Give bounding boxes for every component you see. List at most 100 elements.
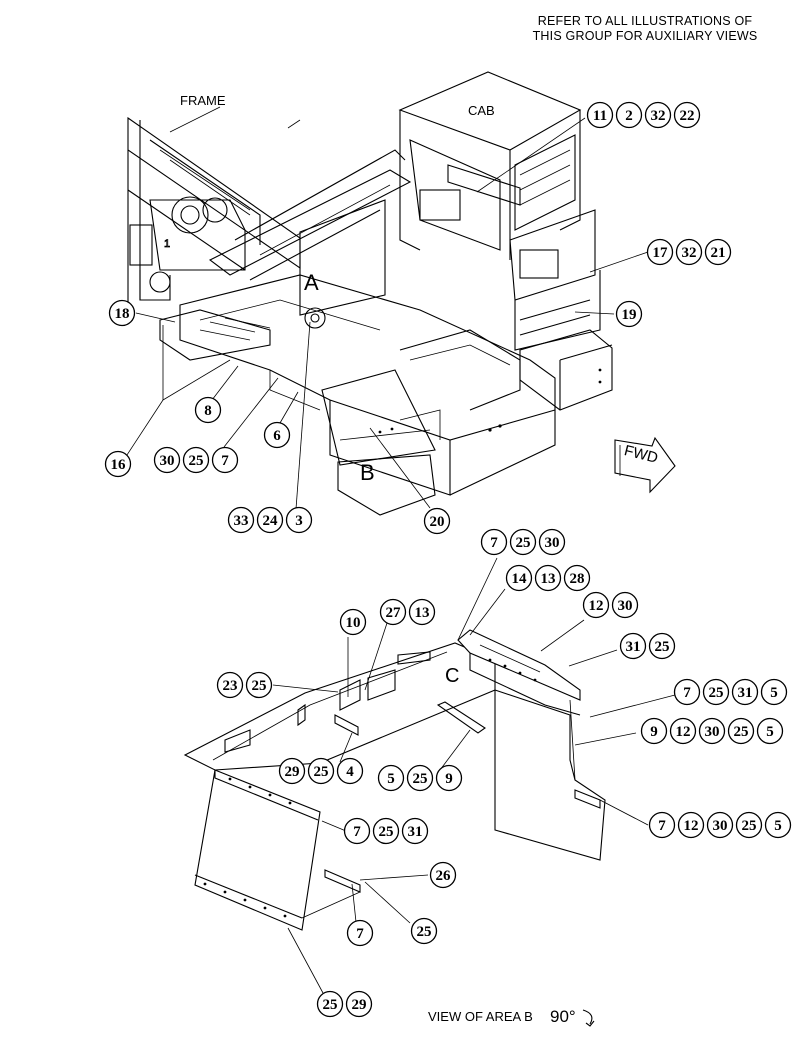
callout-number: 30: [713, 818, 728, 834]
callout-number: 25: [413, 771, 428, 787]
callout-number: 8: [204, 403, 212, 419]
area-c-label: C: [445, 665, 460, 687]
callout-number: 7: [353, 824, 361, 840]
callout-number: 6: [273, 428, 281, 444]
callout-number: 29: [285, 764, 300, 780]
callout-balloon: [307, 757, 335, 785]
callout-number: 29: [352, 997, 367, 1013]
callout-number: 31: [738, 685, 753, 701]
callout-number: 25: [655, 639, 670, 655]
callout-balloon: [611, 591, 639, 619]
callout-balloon: [615, 101, 643, 129]
callout-number: 28: [570, 571, 585, 587]
callout-balloon: [698, 717, 726, 745]
callout-balloon: [104, 450, 132, 478]
auxiliary-views-note: REFER TO ALL ILLUSTRATIONS OF THIS GROUP…: [500, 14, 790, 44]
callout-number: 25: [516, 535, 531, 551]
callout-balloon: [345, 990, 373, 1018]
callout-balloon: [619, 632, 647, 660]
callout-balloon: [669, 717, 697, 745]
callout-number: 13: [415, 605, 430, 621]
callout-number: 10: [346, 615, 361, 631]
area-b-label: B: [360, 460, 375, 485]
callout-balloon: [153, 446, 181, 474]
callout-balloon: [245, 671, 273, 699]
callout-balloon: [423, 507, 451, 535]
callout-number: 32: [682, 245, 697, 261]
svg-text:1: 1: [164, 238, 170, 250]
callout-balloon: [509, 528, 537, 556]
callout-balloon: [346, 919, 374, 947]
callout-balloon: [615, 300, 643, 328]
callout-balloon: [227, 506, 255, 534]
callout-number: 2: [625, 108, 633, 124]
callout-number: 5: [387, 771, 395, 787]
callout-balloon: [108, 299, 136, 327]
callout-balloon: [727, 717, 755, 745]
note-line-2: THIS GROUP FOR AUXILIARY VIEWS: [532, 29, 758, 43]
callout-balloon: [435, 764, 463, 792]
callout-balloon: [675, 238, 703, 266]
callout-balloon: [182, 446, 210, 474]
callout-balloon: [505, 564, 533, 592]
callout-balloon: [339, 608, 367, 636]
callout-number: 24: [263, 513, 279, 529]
callout-balloon: [756, 717, 784, 745]
callout-balloon: [731, 678, 759, 706]
callout-number: 12: [676, 724, 691, 740]
callout-balloon: [410, 917, 438, 945]
callout-number: 33: [234, 513, 249, 529]
callout-number: 25: [323, 997, 338, 1013]
callout-balloon: [646, 238, 674, 266]
callout-balloon: [406, 764, 434, 792]
callout-number: 25: [417, 924, 432, 940]
callout-balloon: [644, 101, 672, 129]
callout-number: 25: [734, 724, 749, 740]
callout-balloon: [673, 101, 701, 129]
callout-number: 25: [379, 824, 394, 840]
callout-balloon: [648, 632, 676, 660]
callout-number: 19: [622, 307, 637, 323]
callout-number: 25: [314, 764, 329, 780]
callout-number: 23: [223, 678, 238, 694]
callout-number: 9: [650, 724, 658, 740]
rotate-arrow-icon: [582, 1009, 593, 1025]
area-b-detail-drawing: [183, 557, 676, 1027]
fwd-arrow: [614, 436, 676, 494]
callout-balloon: [377, 764, 405, 792]
callout-number: 30: [705, 724, 720, 740]
rotation-90-label: 90°: [550, 1007, 576, 1026]
callout-number: 12: [684, 818, 699, 834]
callout-number: 25: [189, 453, 204, 469]
callout-number: 26: [436, 868, 452, 884]
callout-number: 31: [408, 824, 423, 840]
callout-number: 9: [445, 771, 453, 787]
callout-balloon: [702, 678, 730, 706]
callout-balloon: [256, 506, 284, 534]
callout-balloon: [648, 811, 676, 839]
callout-balloon: [538, 528, 566, 556]
callout-number: 14: [512, 571, 528, 587]
callout-balloon: [586, 101, 614, 129]
callout-number: 18: [115, 306, 130, 322]
callout-balloon: [640, 717, 668, 745]
frame-label: FRAME: [180, 93, 226, 108]
callout-balloon: [582, 591, 610, 619]
callout-balloon: [704, 238, 732, 266]
callout-number: 5: [770, 685, 778, 701]
callout-number: 7: [490, 535, 498, 551]
callout-number: 7: [221, 453, 229, 469]
callout-balloon: [706, 811, 734, 839]
callout-number: 7: [356, 926, 364, 942]
callout-balloon: [372, 817, 400, 845]
callout-balloon: [563, 564, 591, 592]
callout-balloon: [480, 528, 508, 556]
callout-number: 4: [346, 764, 354, 780]
callout-number: 25: [742, 818, 757, 834]
callout-number: 30: [545, 535, 560, 551]
callout-number: 16: [111, 457, 127, 473]
callout-number: 17: [653, 245, 669, 261]
callout-balloon: [379, 598, 407, 626]
